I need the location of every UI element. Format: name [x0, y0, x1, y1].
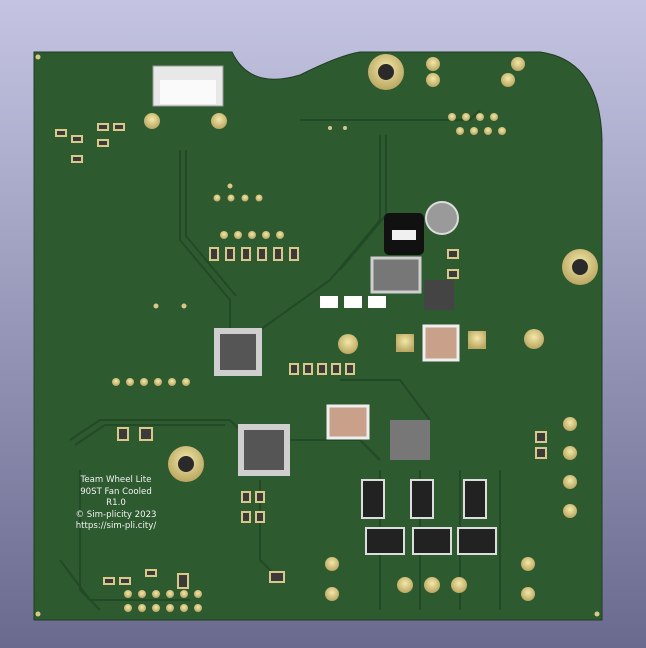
- ceramic-capacitor: [422, 324, 460, 362]
- pcb-board: [33, 51, 603, 621]
- silkscreen-board-name: Team Wheel Lite: [80, 475, 152, 485]
- silkscreen-variant: 90ST Fan Cooled: [80, 486, 152, 497]
- ceramic-capacitor: [326, 404, 370, 440]
- mounting-hole: [168, 54, 598, 482]
- pin-header: [112, 113, 506, 612]
- through-hole-pads: [144, 57, 577, 601]
- silkscreen-revision: R1.0: [106, 498, 126, 508]
- ic-chip: [214, 280, 454, 476]
- silkscreen-copyright: © Sim-plicity 2023: [75, 509, 157, 520]
- electrolytic-capacitor: [425, 201, 459, 235]
- smd-passives: [55, 123, 547, 589]
- silkscreen-label: Team Wheel Lite 90ST Fan Cooled R1.0 © S…: [52, 475, 180, 533]
- vias: [35, 54, 600, 617]
- silkscreen-url: https://sim-pli.city/: [75, 521, 157, 531]
- power-components: [320, 296, 497, 555]
